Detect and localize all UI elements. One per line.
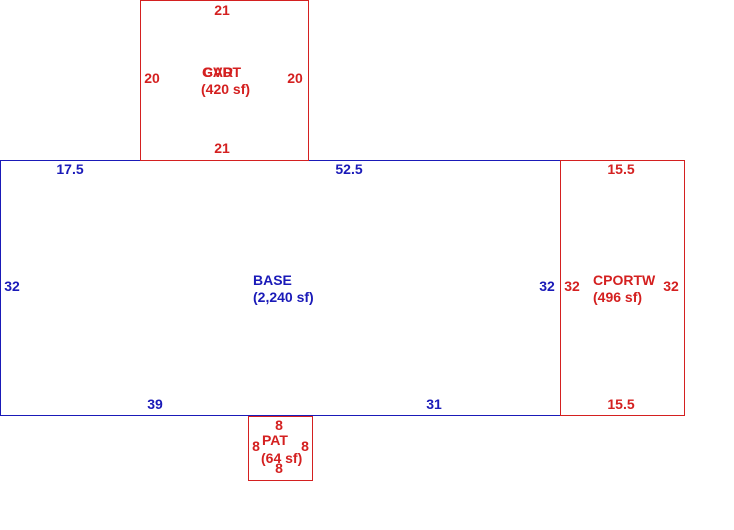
carport-dim-bottom: 15.5 [607,396,634,412]
base-dim-bottom-left: 39 [147,396,163,412]
base-dim-top-left: 17.5 [56,161,83,177]
carport-name: CPORTW [593,272,656,288]
garage-dim-left: 20 [144,70,160,86]
base-area: (2,240 sf) [253,289,314,305]
carport-dim-right: 32 [663,278,679,294]
garage-dim-right: 20 [287,70,303,86]
garage-area: (420 sf) [201,81,250,97]
cvdt-name: CVDT [203,64,242,80]
carport-outline [560,160,685,416]
carport-area: (496 sf) [593,289,642,305]
garage-dim-top: 21 [214,2,230,18]
base-dim-left: 32 [4,278,20,294]
patio-outline [248,416,313,481]
base-dim-bottom-right: 31 [426,396,442,412]
patio-dim-left: 8 [252,438,260,454]
base-outline [0,160,561,416]
base-dim-top-right: 52.5 [335,161,362,177]
patio-dim-bottom: 8 [275,460,283,476]
carport-dim-top: 15.5 [607,161,634,177]
patio-dim-right: 8 [301,438,309,454]
patio-name: PAT [262,432,288,448]
patio-area: (64 sf) [261,450,302,466]
garage-name: GAR [202,64,233,80]
base-dim-right: 32 [539,278,555,294]
patio-dim-top: 8 [275,417,283,433]
garage-dim-bottom: 21 [214,140,230,156]
base-name: BASE [253,272,292,288]
carport-dim-left: 32 [564,278,580,294]
garage-outline [140,0,309,161]
